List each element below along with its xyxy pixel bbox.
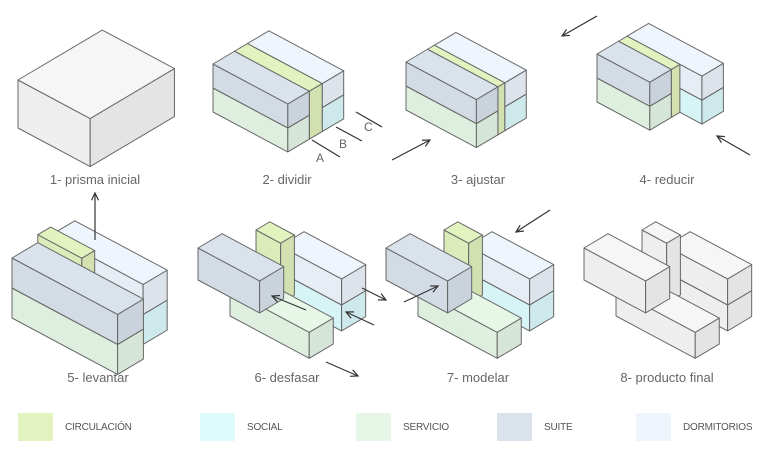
arrow-icon [391,139,432,161]
arrow-icon [325,361,360,377]
marker-b: B [339,137,347,151]
block-dormitorios [279,231,367,306]
step-caption-6: 6- desfasar [254,370,320,385]
marker-a: A [316,151,324,165]
step-caption-8: 8- producto final [620,370,714,385]
arrow-icon [270,294,307,311]
arrow-icon [715,135,751,156]
arrow-icon [560,15,598,37]
marker-line-a [311,139,341,158]
legend: CIRCULACIÓN SOCIAL SERVICIO SUITE DORMIT… [0,413,760,441]
block-dormitorios [665,231,753,306]
legend-swatch [636,413,671,441]
legend-item-dormitorios: DORMITORIOS [636,413,752,441]
block-dormitorios [467,231,555,306]
step-caption-1: 1- prisma inicial [49,172,141,187]
legend-item-social: SOCIAL [200,413,283,441]
arrow-icon [403,285,440,303]
legend-item-circulacion: CIRCULACIÓN [18,413,132,441]
marker-c: C [364,120,373,134]
block-suite [212,50,310,129]
step-caption-3: 3- ajustar [450,172,506,187]
block-suite [385,233,473,314]
legend-item-suite: SUITE [497,413,573,441]
block-prisma [17,29,175,168]
legend-swatch [497,413,532,441]
legend-item-servicio: SERVICIO [356,413,449,441]
block-suite [197,233,285,314]
legend-swatch [18,413,53,441]
step-caption-2: 2- dividir [262,172,312,187]
step-caption-4: 4- reducir [639,172,695,187]
block-suite [11,242,144,345]
legend-label: SUITE [544,421,573,433]
arrow-icon [344,311,375,326]
block-suite [583,233,671,314]
legend-swatch [200,413,235,441]
legend-label: SERVICIO [403,421,450,433]
legend-label: DORMITORIOS [683,421,753,433]
marker-line-b [335,126,363,142]
legend-swatch [356,413,391,441]
marker-line-c [355,111,383,128]
arrow-icon [514,209,551,233]
step-caption-5: 5- levantar [67,370,129,385]
legend-label: CIRCULACIÓN [65,421,132,433]
arrow-icon [361,287,388,301]
block-suite [405,48,499,125]
arrow-icon [90,191,100,240]
legend-label: SOCIAL [247,421,283,433]
block-suite [596,40,672,107]
step-caption-7: 7- modelar [446,370,510,385]
